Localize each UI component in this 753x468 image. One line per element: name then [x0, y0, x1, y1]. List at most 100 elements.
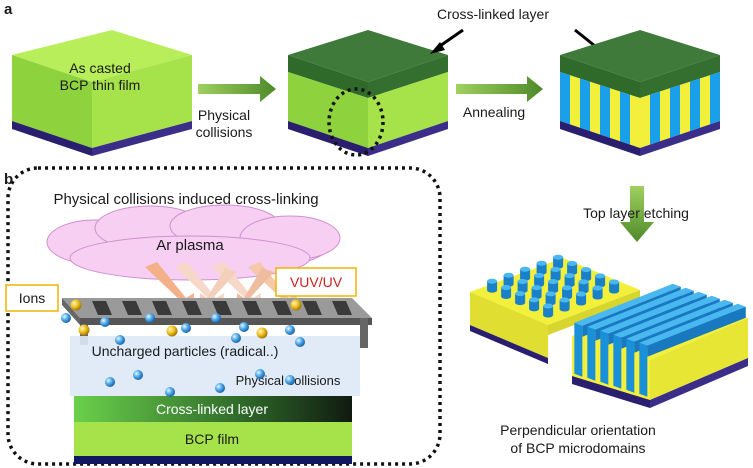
cylinder-top: [550, 266, 561, 272]
cylinder: [545, 293, 556, 303]
ion-particle: [256, 327, 268, 339]
cylinder: [543, 306, 554, 316]
cylinder-top: [553, 254, 564, 260]
ions-callout-box: [5, 284, 59, 312]
panel-b-letter: b: [4, 171, 13, 188]
cylinder-base: [609, 288, 620, 294]
callout-arrow-left: [430, 28, 464, 54]
step1-label-line2: collisions: [196, 124, 253, 140]
cylinder-top: [548, 279, 559, 285]
radical-particle: [115, 335, 125, 345]
lamella-front: [574, 322, 583, 377]
radical-particle: [105, 377, 115, 387]
substrate-layer: [74, 456, 352, 464]
vuv-callout-box: [275, 267, 357, 297]
bcp-film-label: BCP film: [185, 431, 239, 447]
radical-particle: [285, 375, 295, 385]
cylinder: [592, 288, 603, 298]
grid-slot: [302, 301, 322, 315]
bcp-film-layer: [74, 422, 352, 456]
cylinder-base: [487, 287, 498, 293]
stripe: [680, 81, 690, 135]
cylinder: [564, 275, 575, 285]
cylinder: [578, 281, 589, 291]
cylinder: [576, 294, 587, 304]
cylinder-top: [567, 260, 578, 266]
radical-particle: [285, 325, 295, 335]
cylinder: [517, 281, 528, 291]
cylinder: [501, 287, 512, 297]
cylinder: [595, 275, 606, 285]
stripe: [710, 72, 720, 125]
lamella-top: [574, 283, 681, 326]
cylinder: [559, 300, 570, 310]
crosslinked-label: Cross-linked layer: [156, 401, 268, 417]
cylinder: [536, 263, 547, 273]
radical-particle: [295, 337, 305, 347]
grid-slot: [122, 301, 142, 315]
panel-b-frame: [6, 166, 442, 466]
cylinder: [515, 293, 526, 303]
cylinder-base: [559, 306, 570, 312]
cylinder-top: [515, 291, 526, 297]
cylinder-top: [576, 291, 587, 297]
radical-region: [70, 336, 360, 396]
lamella-top: [626, 299, 733, 342]
radical-particle: [61, 313, 71, 323]
cylinder-top: [534, 272, 545, 278]
radical-particle: [239, 322, 249, 332]
cylinder-top: [503, 272, 514, 278]
cylinder-base: [576, 300, 587, 306]
uncharged-label: Uncharged particles (radical..): [92, 343, 279, 359]
cylinder-top: [531, 285, 542, 291]
radical-particle: [145, 313, 155, 323]
physical-collisions-arrow: [198, 76, 276, 102]
stripe: [670, 85, 680, 138]
result-label-line1: Perpendicular orientation: [500, 422, 656, 438]
as-casted-film-block: [12, 30, 192, 156]
lamella-front: [600, 330, 609, 385]
lamella-top: [639, 303, 746, 346]
grid-slot: [182, 301, 202, 315]
stripe: [700, 75, 710, 128]
cylinder-top: [581, 267, 592, 273]
radical-particle: [100, 317, 110, 327]
stripe: [640, 94, 650, 148]
cylinder: [534, 275, 545, 285]
cylinder: [487, 281, 498, 291]
ar-plasma-cloud: [46, 204, 341, 281]
cylinder-top: [609, 279, 620, 285]
cylinder-top: [501, 284, 512, 290]
lamella-front: [639, 342, 648, 397]
cylinder: [531, 287, 542, 297]
radical-particle: [211, 313, 221, 323]
plasma-label: Ar plasma: [156, 237, 224, 254]
particles: [61, 299, 305, 397]
cylinder-base: [543, 312, 554, 318]
grid-slot: [152, 301, 172, 315]
crosslinked-layer: [74, 396, 352, 422]
cylinder: [529, 299, 540, 309]
cylinder-top: [578, 279, 589, 285]
cylinder-top: [595, 273, 606, 279]
grid-slot: [242, 301, 262, 315]
stripe: [560, 72, 570, 125]
cylinder-top: [562, 285, 573, 291]
radical-particle: [215, 383, 225, 393]
cylinder: [562, 287, 573, 297]
radical-particle: [231, 333, 241, 343]
vuv-label: VUV/UV: [290, 274, 343, 290]
lamella-front: [613, 334, 622, 389]
lamella-side: [647, 306, 746, 357]
stripe: [600, 85, 610, 138]
cylinder-top: [543, 303, 554, 309]
cylinder-top: [545, 291, 556, 297]
top-layer-etching-arrow: [620, 186, 654, 242]
lamella-top: [613, 295, 720, 338]
ion-particle: [166, 325, 178, 337]
stripe: [590, 81, 600, 135]
annealed-film-block: [560, 30, 720, 156]
cylinder: [548, 281, 559, 291]
grid-slot: [272, 301, 292, 315]
